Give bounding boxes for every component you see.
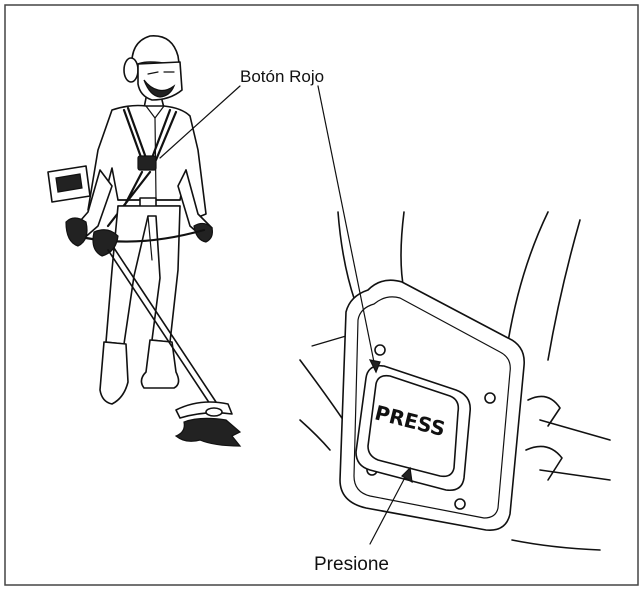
strap-right-clip — [527, 395, 561, 427]
left-glove — [65, 217, 88, 247]
harness-strap-2 — [126, 106, 148, 160]
trimmer-head — [174, 417, 242, 447]
strap-upper-left-inner — [400, 211, 405, 291]
trimmer-hub — [205, 407, 223, 417]
press-button — [367, 374, 460, 478]
diagram-border — [4, 4, 639, 586]
strap-right-clip-2 — [525, 445, 563, 481]
strap-right — [539, 419, 611, 441]
rivet-hole — [374, 344, 386, 356]
strap-upper-right-edge — [507, 211, 549, 343]
press-leader-line — [369, 467, 411, 545]
ear-muff — [123, 57, 139, 83]
trimmer-shaft-2 — [113, 247, 217, 403]
harness-strap-3 — [154, 110, 178, 162]
legs — [105, 205, 181, 345]
strap-upper-right-outer — [547, 219, 581, 361]
press-leader-arrowhead — [401, 466, 413, 484]
chest-buckle — [137, 155, 157, 171]
harness-buckle-closeup-icon: PRESS — [299, 211, 611, 551]
operator-illustration-icon — [47, 35, 242, 447]
strap-right-2 — [539, 469, 611, 481]
engine-detail — [55, 173, 83, 193]
strap-left-2 — [299, 419, 331, 451]
beard — [143, 79, 176, 98]
press-instruction-label: Presione — [314, 554, 389, 575]
buckle-bevel — [353, 296, 511, 519]
left-boot — [99, 341, 129, 405]
rivet-hole — [454, 498, 466, 510]
strap-bottom — [511, 539, 601, 551]
right-boot — [140, 339, 180, 389]
right-glove — [193, 222, 213, 243]
rivet-hole — [484, 392, 496, 404]
blade-guard — [175, 401, 233, 419]
brow — [147, 71, 159, 75]
trimmer-shaft — [107, 249, 211, 405]
red-button-closeup-leader-line — [317, 85, 377, 373]
red-button-label: Botón Rojo — [240, 67, 324, 86]
leg-crease — [147, 215, 153, 261]
red-button-leader-line — [159, 85, 241, 159]
leader-arrowhead — [368, 359, 381, 374]
trimmer-grip-housing — [92, 229, 119, 257]
